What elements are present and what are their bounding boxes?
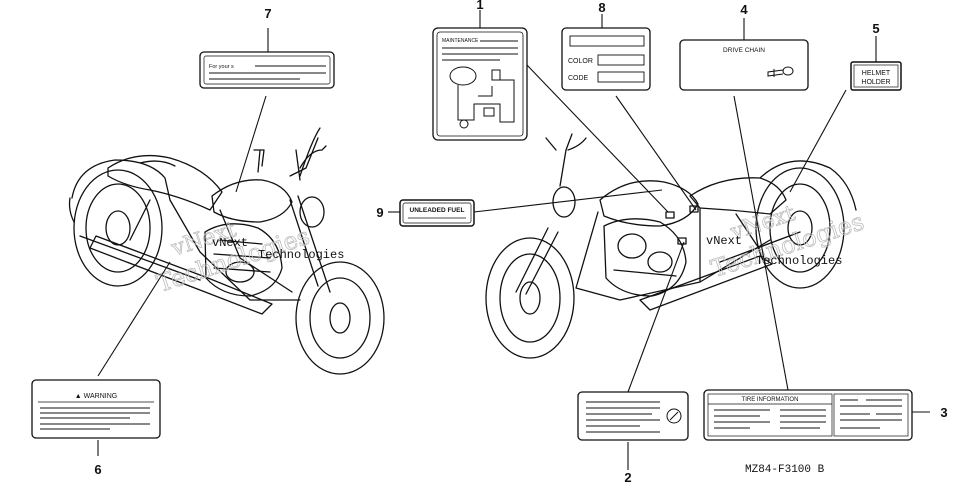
label-3-tire-information: TIRE INFORMATION bbox=[703, 389, 913, 441]
callout-6: 6 bbox=[94, 462, 101, 477]
drive-chain-title: DRIVE CHAIN bbox=[723, 47, 765, 54]
callout-2: 2 bbox=[624, 470, 631, 482]
label-6-warning-label: ▲ WARNING bbox=[31, 379, 161, 439]
safety-text-lines bbox=[209, 65, 326, 80]
warning-text-lines bbox=[40, 407, 150, 430]
helmet-line-1: HELMET bbox=[862, 70, 891, 77]
unleaded-fuel-text: UNLEADED FUEL bbox=[410, 207, 465, 214]
overprint-left-1: vNext bbox=[212, 236, 248, 250]
callout-5: 5 bbox=[872, 21, 879, 36]
warning-title: ▲ WARNING bbox=[75, 393, 117, 400]
leader-lines bbox=[97, 10, 930, 470]
code-label: CODE bbox=[568, 75, 589, 82]
label-5-helmet-holder: HELMET HOLDER bbox=[850, 61, 902, 91]
drive-chain-icon bbox=[767, 66, 794, 77]
helmet-line-2: HOLDER bbox=[861, 79, 890, 86]
label-4-drive-chain: DRIVE CHAIN bbox=[679, 39, 809, 91]
overprint-right-1: vNext bbox=[706, 234, 742, 248]
label-8-color-code: COLOR CODE bbox=[561, 27, 651, 91]
callout-8: 8 bbox=[598, 0, 605, 15]
callout-9: 9 bbox=[376, 205, 383, 220]
callout-3: 3 bbox=[940, 405, 947, 420]
overprint-right-2: Technologies bbox=[756, 254, 842, 268]
right-motorcycle bbox=[485, 133, 857, 359]
color-label: COLOR bbox=[568, 58, 593, 65]
info-text-lines bbox=[586, 401, 660, 433]
label-1-maintenance-decal: MAINTENANCE bbox=[432, 27, 528, 141]
safety-text: For your s bbox=[209, 64, 234, 70]
callout-4: 4 bbox=[740, 2, 748, 17]
maintenance-text-lines bbox=[442, 40, 518, 61]
label-2-info-label bbox=[577, 391, 689, 441]
label-7-safety-label: For your s bbox=[199, 51, 335, 89]
tire-info-text-lines bbox=[714, 399, 902, 429]
info-emblem-stroke bbox=[669, 411, 679, 421]
info-emblem-icon bbox=[666, 408, 682, 424]
overprint-left-2: Technologies bbox=[258, 248, 344, 262]
maintenance-title: MAINTENANCE bbox=[442, 38, 479, 44]
figure-code: MZ84-F3100 B bbox=[745, 464, 825, 476]
callout-1: 1 bbox=[476, 0, 483, 12]
maintenance-illustration bbox=[449, 66, 515, 129]
callout-7: 7 bbox=[264, 6, 271, 21]
left-motorcycle bbox=[68, 127, 385, 375]
label-9-unleaded-fuel: UNLEADED FUEL bbox=[399, 199, 475, 227]
tire-info-title: TIRE INFORMATION bbox=[742, 397, 799, 403]
